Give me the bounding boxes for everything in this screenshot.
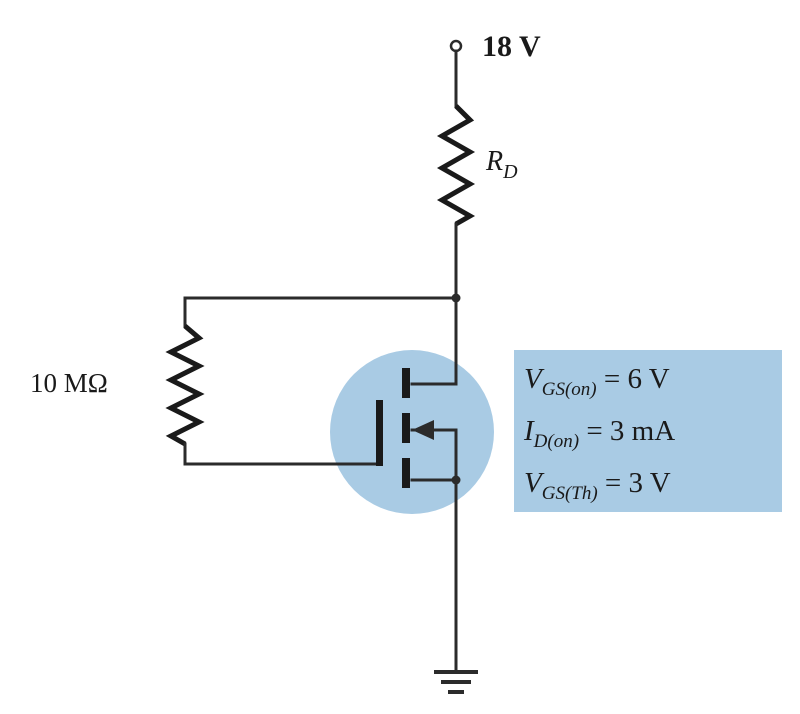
- supply-label: 18 V: [482, 30, 541, 63]
- channel-segment-drain: [402, 368, 410, 398]
- gate-plate: [376, 400, 383, 466]
- channel-segment-middle: [402, 413, 410, 443]
- transistor-highlight: [330, 350, 494, 514]
- gate-resistor: [165, 324, 205, 447]
- drain-resistor-label: RD: [485, 146, 518, 183]
- channel-segment-source: [402, 458, 410, 488]
- ground-icon: [434, 670, 478, 694]
- drain-resistor: [436, 104, 476, 227]
- spec-id-on: ID(on) = 3 mA: [523, 415, 675, 452]
- spec-box: [514, 350, 782, 512]
- gate-resistor-label: 10 MΩ: [30, 368, 108, 398]
- spec-vgs-th: VGS(Th) = 3 V: [524, 467, 671, 504]
- spec-vgs-on: VGS(on) = 6 V: [524, 363, 670, 400]
- substrate-arrow-icon: [412, 420, 434, 440]
